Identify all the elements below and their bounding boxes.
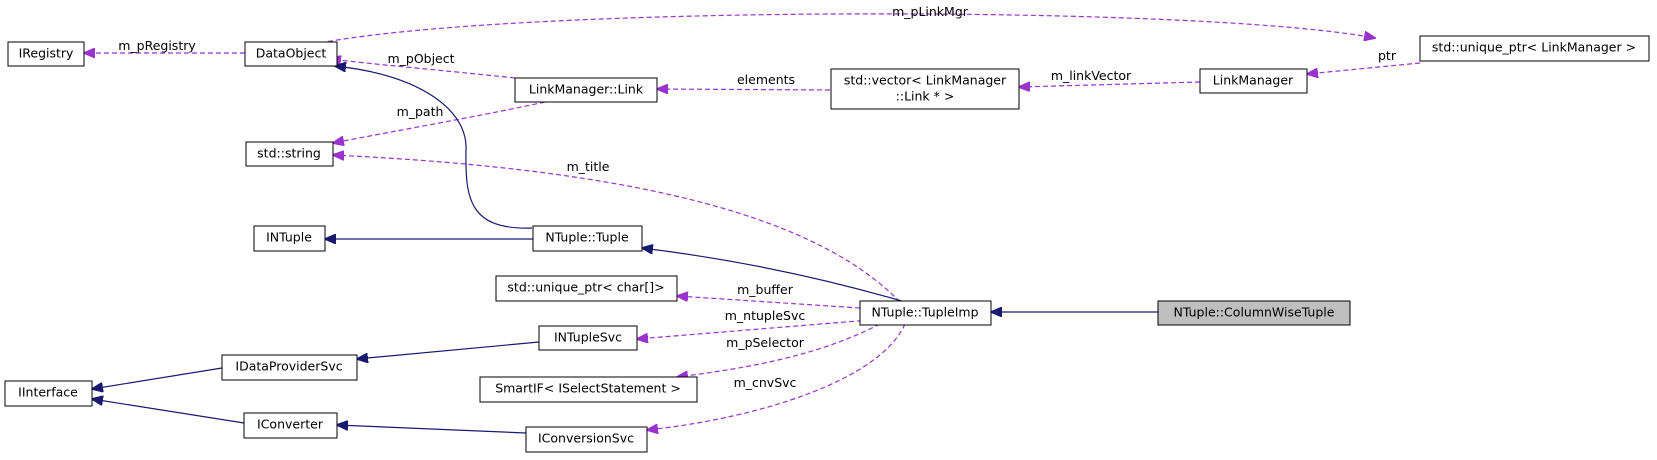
edge-m-path <box>333 101 546 143</box>
edge-elements <box>657 89 831 90</box>
node-label: INTupleSvc <box>554 330 622 345</box>
node-iconverter[interactable]: IConverter <box>243 412 338 439</box>
edge-m-title <box>333 155 901 303</box>
node-intuple[interactable]: INTuple <box>253 225 326 252</box>
edge-iconverter-to-iinterface <box>92 399 245 424</box>
node-idataprovidersvc[interactable]: IDataProviderSvc <box>221 354 358 381</box>
node-label: NTuple::ColumnWiseTuple <box>1174 305 1335 320</box>
node-label: SmartIF< ISelectStatement > <box>495 381 681 396</box>
node-std-string[interactable]: std::string <box>245 141 334 167</box>
node-intuplesvc[interactable]: INTupleSvc <box>538 325 638 351</box>
edge-label-m-ntuplesvc: m_ntupleSvc <box>725 308 806 323</box>
node-label: LinkManager <box>1213 73 1294 88</box>
edge-label-m-cnvsvc: m_cnvSvc <box>734 375 797 390</box>
edge-m-plinkmgr <box>319 13 1375 44</box>
edge-label-m-path: m_path <box>397 104 444 119</box>
node-ntuple-columnwisetuple[interactable]: NTuple::ColumnWiseTuple <box>1157 300 1351 326</box>
node-label: IDataProviderSvc <box>235 359 342 374</box>
node-smartif-iselectstatement[interactable]: SmartIF< ISelectStatement > <box>479 376 698 403</box>
edge-intuplesvc-to-idataprovidersvc <box>357 341 540 359</box>
node-label: IRegistry <box>19 46 74 61</box>
edge-m-cnvsvc <box>647 323 906 430</box>
node-dataobject[interactable]: DataObject <box>244 41 338 67</box>
edge-m-pselector <box>677 323 881 377</box>
edge-label-m-pobject: m_pObject <box>387 51 454 66</box>
edge-label-m-title: m_title <box>567 159 610 174</box>
node-unique-ptr-linkmanager[interactable]: std::unique_ptr< LinkManager > <box>1419 35 1650 62</box>
node-label-line-2: ::Link * > <box>896 89 955 104</box>
edge-m-buffer <box>677 296 861 309</box>
edge-label-m-buffer: m_buffer <box>737 282 794 297</box>
nodes: IRegistry DataObject LinkManager::Link s… <box>4 35 1650 453</box>
node-label: DataObject <box>256 46 327 61</box>
edge-m-pobject <box>330 59 516 79</box>
node-linkmanager[interactable]: LinkManager <box>1199 68 1308 94</box>
edge-label-m-linkvector: m_linkVector <box>1051 68 1132 83</box>
edge-label-m-plinkmgr: m_pLinkMgr <box>892 4 969 19</box>
edge-m-ntuplesvc <box>637 319 871 339</box>
node-label: std::unique_ptr< LinkManager > <box>1432 40 1636 55</box>
node-label: NTuple::TupleImp <box>871 305 978 320</box>
node-label: INTuple <box>266 230 312 245</box>
node-label: IInterface <box>18 385 78 400</box>
edge-label-ptr: ptr <box>1378 48 1397 63</box>
edge-idataprovidersvc-to-iinterface <box>92 367 223 389</box>
edge-ptr <box>1307 62 1421 74</box>
edge-tupleimp-to-tuple <box>642 248 906 303</box>
edge-labels: m_pLinkMgr m_pRegistry m_pObject element… <box>118 4 1397 390</box>
edges <box>84 13 1421 434</box>
node-label: std::unique_ptr< char[]> <box>507 280 664 295</box>
edge-label-m-pregistry: m_pRegistry <box>118 38 196 53</box>
edge-tuple-to-dataobject <box>335 66 533 229</box>
node-iinterface[interactable]: IInterface <box>4 380 93 407</box>
node-iconversionsvc[interactable]: IConversionSvc <box>525 426 648 453</box>
edge-label-elements: elements <box>737 72 795 87</box>
node-label: std::string <box>257 146 321 161</box>
edge-label-m-pselector: m_pSelector <box>726 335 805 350</box>
node-iregistry[interactable]: IRegistry <box>7 41 85 67</box>
node-ntuple-tupleimp[interactable]: NTuple::TupleImp <box>859 300 992 326</box>
node-ntuple-tuple[interactable]: NTuple::Tuple <box>532 225 643 252</box>
edge-iconversionsvc-to-iconverter <box>337 425 527 434</box>
node-linkmanager-link[interactable]: LinkManager::Link <box>514 77 658 103</box>
node-label: IConverter <box>257 417 324 432</box>
node-label-line-1: std::vector< LinkManager <box>844 73 1007 88</box>
node-label: IConversionSvc <box>538 431 634 446</box>
node-std-vector-link[interactable]: std::vector< LinkManager ::Link * > <box>830 68 1020 110</box>
node-label: NTuple::Tuple <box>545 230 629 245</box>
node-unique-ptr-char[interactable]: std::unique_ptr< char[]> <box>495 275 678 302</box>
edge-m-linkvector <box>1019 81 1201 87</box>
node-label: LinkManager::Link <box>529 82 644 97</box>
